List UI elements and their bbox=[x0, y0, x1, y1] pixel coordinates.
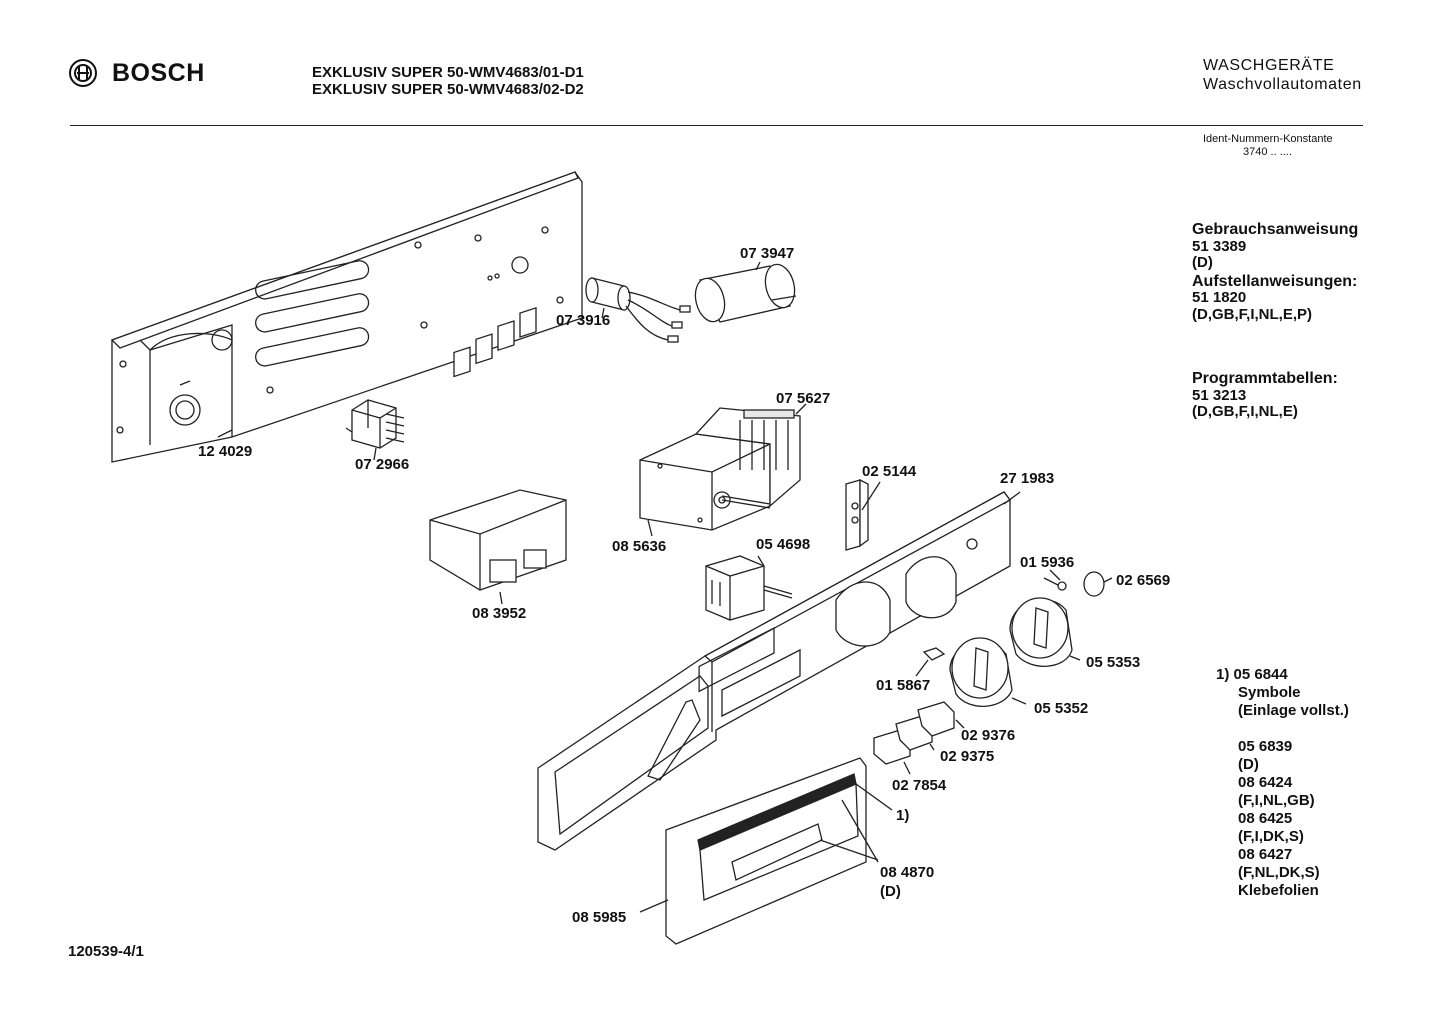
install-title: Aufstellanweisungen: bbox=[1192, 272, 1358, 290]
cap-part bbox=[1083, 571, 1105, 597]
label-02-9376: 02 9376 bbox=[961, 727, 1015, 744]
category: WASCHGERÄTE Waschvollautomaten bbox=[1203, 56, 1362, 94]
ident-label: Ident-Nummern-Konstante bbox=[1203, 133, 1333, 145]
rear-panel-part bbox=[110, 171, 583, 463]
footnote-line-2: Symbole bbox=[1238, 684, 1301, 701]
ident-block: Ident-Nummern-Konstante 3740 .. .... bbox=[1203, 133, 1333, 159]
program-ref: Programmtabellen: 51 3213 (D,GB,F,I,NL,E… bbox=[1192, 370, 1338, 421]
label-08-4870-lang: (D) bbox=[880, 883, 901, 900]
manual-lang: (D) bbox=[1192, 254, 1213, 271]
footnote-item: (F,NL,DK,S) bbox=[1238, 864, 1320, 881]
footnote-item: 08 6424 bbox=[1238, 774, 1293, 791]
model-title: EXKLUSIV SUPER 50-WMV4683/01-D1 EXKLUSIV… bbox=[312, 64, 584, 98]
label-02-9375: 02 9375 bbox=[940, 748, 994, 765]
label-07-5627: 07 5627 bbox=[776, 390, 830, 407]
label-07-3947: 07 3947 bbox=[740, 245, 794, 262]
model-line-1: EXKLUSIV SUPER 50-WMV4683/01-D1 bbox=[312, 64, 584, 81]
label-05-4698: 05 4698 bbox=[756, 536, 810, 553]
program-timer-part bbox=[639, 407, 801, 531]
panel-insert-part bbox=[665, 757, 867, 945]
label-01-5867: 01 5867 bbox=[876, 677, 930, 694]
drawing-number: 120539-4/1 bbox=[68, 943, 144, 960]
label-02-7854: 02 7854 bbox=[892, 777, 947, 794]
footnote-marker: 1) bbox=[1216, 666, 1230, 683]
brand: BOSCH bbox=[68, 58, 205, 88]
fascia-panel-part bbox=[537, 491, 1011, 851]
ident-value: 3740 .. .... bbox=[1243, 146, 1292, 158]
label-05-5353: 05 5353 bbox=[1086, 654, 1140, 671]
footnote-item: 05 6839 bbox=[1238, 738, 1293, 755]
footnote-line-3: (Einlage vollst.) bbox=[1238, 702, 1349, 719]
label-27-1983: 27 1983 bbox=[1000, 470, 1054, 487]
footnote-item: (D) bbox=[1238, 756, 1259, 773]
model-line-2: EXKLUSIV SUPER 50-WMV4683/02-D2 bbox=[312, 81, 584, 98]
program-number: 51 3213 bbox=[1192, 386, 1247, 404]
footnote-item: (F,I,NL,GB) bbox=[1238, 792, 1315, 809]
footnote-item: Klebefolien bbox=[1238, 882, 1319, 899]
footnote-number: 05 6844 bbox=[1233, 666, 1288, 683]
label-02-6569: 02 6569 bbox=[1116, 572, 1170, 589]
footnote-item: (F,I,DK,S) bbox=[1238, 828, 1304, 845]
footnote-block: 1) 05 6844 Symbole (Einlage vollst.) 05 … bbox=[1216, 666, 1349, 900]
program-lang: (D,GB,F,I,NL,E) bbox=[1192, 403, 1298, 420]
label-08-4870: 08 4870 bbox=[880, 864, 934, 881]
label-05-5352: 05 5352 bbox=[1034, 700, 1088, 717]
capacitor-part bbox=[694, 263, 797, 323]
clip-part bbox=[845, 478, 869, 551]
manual-number: 51 3389 bbox=[1192, 237, 1247, 255]
switch-block-part bbox=[429, 306, 567, 591]
label-08-5636: 08 5636 bbox=[612, 538, 666, 555]
label-08-5985: 08 5985 bbox=[572, 909, 626, 926]
knob-small-part bbox=[949, 637, 1013, 707]
spring-clip-part bbox=[922, 647, 946, 661]
header-rule bbox=[70, 125, 1363, 126]
label-12-4029: 12 4029 bbox=[198, 443, 252, 460]
label-07-2966: 07 2966 bbox=[355, 456, 409, 473]
screw-part bbox=[1043, 577, 1067, 591]
category-line-1: WASCHGERÄTE bbox=[1203, 57, 1335, 74]
brand-name: BOSCH bbox=[112, 58, 205, 87]
footnote-item: 08 6425 bbox=[1238, 810, 1293, 827]
bosch-logo-icon bbox=[69, 59, 97, 87]
suppressor-part bbox=[585, 277, 691, 343]
label-footnote-ref: 1) bbox=[896, 807, 909, 824]
label-02-5144: 02 5144 bbox=[862, 463, 917, 480]
label-01-5936: 01 5936 bbox=[1020, 554, 1074, 571]
push-buttons-part bbox=[873, 701, 955, 765]
install-lang: (D,GB,F,I,NL,E,P) bbox=[1192, 305, 1312, 323]
selector-switch-part bbox=[705, 555, 793, 621]
program-title: Programmtabellen: bbox=[1192, 370, 1338, 387]
manual-ref: Gebrauchsanweisung 51 3389 (D) Aufstella… bbox=[1192, 221, 1359, 323]
category-line-2: Waschvollautomaten bbox=[1203, 76, 1362, 93]
manual-title: Gebrauchsanweisung bbox=[1192, 221, 1359, 238]
label-07-3916: 07 3916 bbox=[556, 312, 610, 329]
install-number: 51 1820 bbox=[1192, 289, 1247, 306]
label-08-3952: 08 3952 bbox=[472, 605, 526, 622]
relay-part bbox=[345, 399, 405, 449]
footnote-item: 08 6427 bbox=[1238, 846, 1293, 863]
knob-large-part bbox=[1009, 597, 1073, 667]
